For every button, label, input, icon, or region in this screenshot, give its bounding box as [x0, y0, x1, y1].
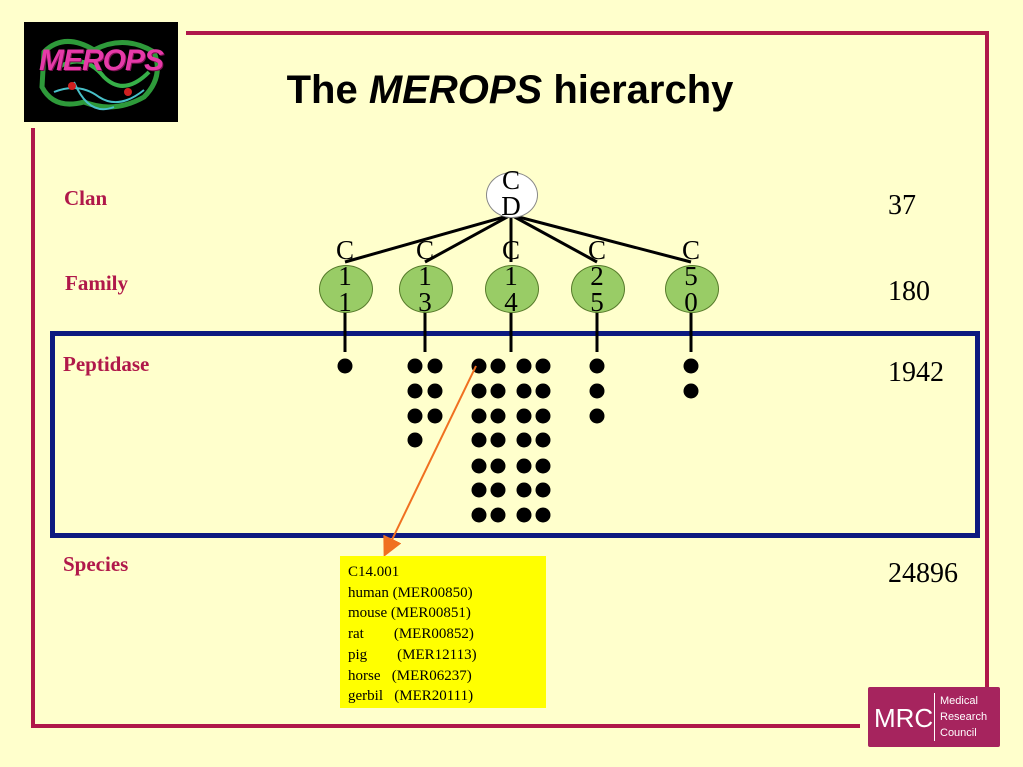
peptidase-dot — [427, 408, 443, 424]
peptidase-dot — [516, 408, 532, 424]
clan-family-edge — [510, 213, 598, 264]
peptidase-dot — [535, 358, 551, 374]
peptidase-dot — [516, 507, 532, 523]
species-line: C14.001 — [348, 564, 400, 580]
peptidase-dot — [535, 482, 551, 498]
title-suffix: hierarchy — [553, 68, 734, 112]
frame-bottom-line — [31, 724, 860, 728]
mrc-logo: MRC Medical Research Council — [868, 687, 1000, 747]
peptidase-dot — [407, 408, 423, 424]
clan-family-edge — [424, 213, 512, 264]
family-node — [485, 265, 539, 313]
level-label-species: Species — [63, 552, 129, 576]
species-line: mouse (MER00851) — [348, 605, 471, 622]
mrc-logo-sub: Medical Research Council — [940, 693, 987, 741]
species-line: pig (MER12113) — [348, 646, 477, 663]
level-label-peptidase: Peptidase — [63, 352, 150, 376]
level-label-clan: Clan — [64, 186, 108, 210]
peptidase-dot — [471, 458, 487, 474]
peptidase-dot — [490, 358, 506, 374]
peptidase-dot — [535, 432, 551, 448]
peptidase-dot — [516, 482, 532, 498]
peptidase-dot — [490, 432, 506, 448]
peptidase-dot — [516, 358, 532, 374]
peptidase-highlight-box — [50, 331, 980, 538]
clan-family-edge — [344, 213, 512, 264]
peptidase-dot — [535, 458, 551, 474]
peptidase-dot — [337, 358, 353, 374]
level-label-family: Family — [65, 271, 128, 295]
peptidase-dots — [337, 358, 699, 523]
merops-logo: MEROPS — [24, 22, 178, 122]
species-arrow — [383, 365, 477, 558]
peptidase-dot — [490, 482, 506, 498]
peptidase-dot — [407, 383, 423, 399]
species-line: human (MER00850) — [348, 584, 473, 601]
peptidase-dot — [427, 383, 443, 399]
peptidase-dot — [490, 383, 506, 399]
peptidase-dot — [589, 358, 605, 374]
peptidase-dot — [471, 507, 487, 523]
count-family: 180 — [888, 276, 930, 307]
peptidase-dot — [471, 482, 487, 498]
count-peptidase: 1942 — [888, 357, 944, 388]
peptidase-dot — [516, 458, 532, 474]
title-italic: MEROPS — [368, 68, 543, 112]
peptidase-dot — [535, 383, 551, 399]
peptidase-dot — [683, 358, 699, 374]
species-list-box: C14.001 human (MER00850) mouse (MER00851… — [340, 556, 546, 708]
frame-top-line — [186, 31, 989, 35]
family-node — [665, 265, 719, 313]
peptidase-dot — [535, 507, 551, 523]
peptidase-dot — [471, 432, 487, 448]
peptidase-dot — [589, 408, 605, 424]
species-line: gerbil (MER20111) — [348, 688, 474, 705]
count-clan: 37 — [888, 190, 916, 221]
frame-left-line — [31, 128, 35, 728]
peptidase-dot — [471, 408, 487, 424]
peptidase-dot — [471, 383, 487, 399]
title-prefix: The — [286, 68, 358, 112]
species-line: horse (MER06237) — [348, 667, 472, 684]
species-line: rat (MER00852) — [348, 626, 474, 643]
mrc-sub-line: Medical — [940, 695, 978, 707]
peptidase-dot — [407, 432, 423, 448]
mrc-sub-line: Research — [940, 711, 988, 723]
count-species: 24896 — [888, 558, 958, 589]
peptidase-dot — [427, 358, 443, 374]
family-node — [319, 265, 373, 313]
peptidase-dot — [490, 408, 506, 424]
peptidase-dot — [516, 432, 532, 448]
tree-lines — [343, 213, 693, 352]
peptidase-dot — [407, 358, 423, 374]
mrc-logo-main: MRC — [874, 703, 934, 733]
frame-right-line — [985, 31, 989, 721]
clan-node-cd — [486, 172, 538, 218]
peptidase-dot — [490, 507, 506, 523]
family-node — [571, 265, 625, 313]
peptidase-dot — [516, 383, 532, 399]
peptidase-dot — [589, 383, 605, 399]
peptidase-dot — [683, 383, 699, 399]
page-title: The MEROPS hierarchy — [200, 68, 820, 113]
peptidase-dot — [490, 458, 506, 474]
logo-text: MEROPS — [38, 44, 164, 77]
mrc-logo-divider — [934, 693, 935, 741]
family-node — [399, 265, 453, 313]
mrc-sub-line: Council — [940, 727, 977, 739]
logo-artwork — [39, 39, 160, 111]
clan-family-edge — [510, 213, 692, 264]
peptidase-dot — [535, 408, 551, 424]
